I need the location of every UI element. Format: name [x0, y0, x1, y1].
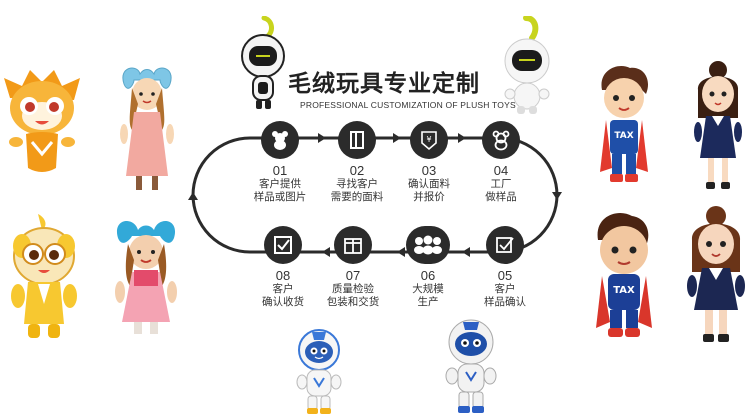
robot-mascot-dark [241, 16, 285, 109]
check-icon [264, 226, 302, 264]
svg-text:¥: ¥ [426, 135, 431, 144]
step-label-line1: 工厂 [490, 178, 512, 190]
fabric-icon [338, 121, 376, 159]
production-icon [406, 226, 450, 264]
step-number: 04 [493, 163, 509, 178]
orange-lion-mascot [4, 70, 80, 172]
page-subtitle: PROFESSIONAL CUSTOMIZATION OF PLUSH TOYS [300, 100, 516, 110]
step-label-line2: 做样品 [485, 191, 517, 203]
step-label-line1: 客户提供 [259, 178, 301, 190]
tax-boy-plush: TAX [596, 213, 652, 337]
yellow-goat-mascot [11, 214, 77, 338]
step-03: ¥ 03 确认面料 并报价 [374, 121, 484, 204]
step-label-line2: 样品或图片 [253, 191, 307, 203]
step-number: 02 [349, 163, 365, 178]
price-tag-icon: ¥ [410, 121, 448, 159]
step-label-line2: 确认收货 [262, 296, 304, 308]
step-01: 01 客户提供 样品或图片 [225, 121, 335, 204]
step-label-line1: 客户 [272, 283, 294, 295]
step-06: 06 大规模 生产 [373, 226, 483, 309]
tax-boy-cartoon: TAX [600, 66, 649, 182]
step-label-line2: 生产 [417, 296, 439, 308]
step-number: 05 [497, 268, 513, 283]
bear-icon [261, 121, 299, 159]
step-07: 07 质量检验 包装和交货 [298, 226, 408, 309]
shirt-text: TAX [613, 285, 635, 296]
package-icon [334, 226, 372, 264]
checkbox-icon [486, 226, 524, 264]
step-label-line1: 质量检验 [332, 283, 374, 295]
page-title: 毛绒玩具专业定制 [288, 71, 480, 97]
step-05: 05 客户 样品确认 [450, 226, 560, 309]
step-number: 08 [275, 268, 291, 283]
schoolgirl-plush [687, 206, 745, 342]
robot-mascot-light [504, 16, 550, 114]
ram-girl-doll [120, 67, 174, 190]
astronaut-mascot-left [296, 329, 342, 414]
shirt-text: TAX [614, 131, 633, 141]
step-label-line2: 包装和交货 [326, 296, 380, 308]
sample-bear-icon [482, 121, 520, 159]
step-number: 03 [421, 163, 437, 178]
step-label-line1: 寻找客户 [336, 178, 378, 190]
step-label-line2: 样品确认 [484, 296, 526, 308]
schoolgirl-cartoon [694, 61, 742, 189]
step-02: 02 寻找客户 需要的面料 [302, 121, 412, 204]
step-number: 07 [345, 268, 361, 283]
plush-ram-girl [115, 220, 177, 334]
flow-arrows [188, 133, 562, 257]
step-number: 01 [272, 163, 288, 178]
step-label-line1: 客户 [494, 283, 516, 295]
step-label-line2: 并报价 [413, 191, 445, 203]
step-04: 04 工厂 做样品 [446, 121, 556, 204]
step-label-line1: 确认面料 [408, 178, 450, 190]
step-label-line1: 大规模 [412, 283, 444, 295]
step-number: 06 [420, 268, 436, 283]
step-label-line2: 需要的面料 [330, 191, 384, 203]
astronaut-mascot-right [445, 319, 497, 413]
step-08: 08 客户 确认收货 [228, 226, 338, 309]
